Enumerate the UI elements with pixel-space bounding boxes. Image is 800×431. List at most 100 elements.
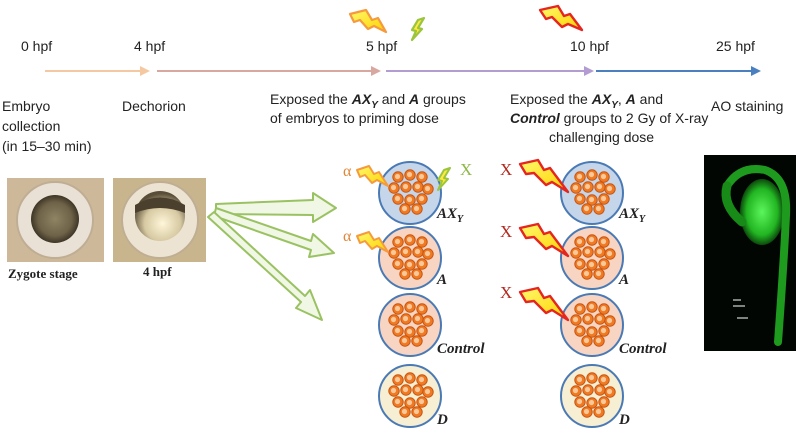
zygote-photo <box>7 178 104 262</box>
xray-bolt-a-icon <box>518 222 570 258</box>
embryo-cell-highlight <box>584 248 591 255</box>
step-ao-staining: AO staining <box>711 98 784 114</box>
embryo-cell-highlight <box>402 386 409 393</box>
group-label-d-left: D <box>437 412 448 428</box>
group-label-control-right: Control <box>619 341 667 357</box>
embryo-cell-highlight <box>584 183 591 190</box>
embryo-cell-highlight <box>576 305 583 312</box>
embryo-cell-highlight <box>600 305 607 312</box>
embryo-cell-highlight <box>414 315 421 322</box>
embryo-cell-highlight <box>576 173 583 180</box>
embryo-cell-highlight <box>394 173 401 180</box>
embryo-cell-highlight <box>418 260 425 267</box>
embryo-cell-highlight <box>424 250 431 257</box>
step-priming-line1: Exposed the AXY and A groups <box>270 91 466 111</box>
step-collection-line2: collection <box>2 118 61 134</box>
embryo-cell-highlight <box>406 171 413 178</box>
embryo-cell-highlight <box>588 399 595 406</box>
arrow-to-control-group <box>207 211 323 321</box>
xray-bolt-ax-icon <box>518 158 570 194</box>
embryo-cell-highlight <box>418 376 425 383</box>
embryo-cell-highlight <box>406 328 413 335</box>
group-label-ax-right: AXY <box>619 206 646 225</box>
embryo-cell-highlight <box>583 337 590 344</box>
group-label-a-right: A <box>619 272 630 288</box>
embryo-cell-highlight <box>606 185 613 192</box>
x-label-green: X <box>460 160 473 179</box>
embryo-cell-highlight <box>600 238 607 245</box>
group-label-a-left: A <box>437 272 448 288</box>
embryo-cell-highlight <box>406 399 413 406</box>
embryo-cell-highlight <box>576 376 583 383</box>
embryo-cell-highlight <box>600 195 607 202</box>
tick-10hpf: 10 hpf <box>570 38 609 54</box>
embryo-cell-highlight <box>588 328 595 335</box>
embryo-cell-highlight <box>588 261 595 268</box>
embryo-cell-highlight <box>595 205 602 212</box>
embryo-cell-highlight <box>394 327 401 334</box>
embryo-cell-highlight <box>413 408 420 415</box>
embryo-cell-highlight <box>595 408 602 415</box>
embryo-cell-highlight <box>583 205 590 212</box>
embryo-cell-highlight <box>406 303 413 310</box>
embryo-cell-highlight <box>600 376 607 383</box>
embryo-cell-highlight <box>424 185 431 192</box>
hpf4-photo <box>113 178 206 262</box>
embryo-cell-highlight <box>402 248 409 255</box>
embryo-cell-highlight <box>406 374 413 381</box>
embryo-cell-highlight <box>588 196 595 203</box>
embryo-cell-highlight <box>414 183 421 190</box>
embryo-cell-highlight <box>418 173 425 180</box>
embryo-cell-highlight <box>414 248 421 255</box>
distribution-arrows <box>207 192 337 321</box>
step-challenge-line2: Control groups to 2 Gy of X-ray <box>510 110 709 126</box>
embryo-cell-highlight <box>394 398 401 405</box>
embryo-cell-highlight <box>406 261 413 268</box>
embryo-cell-highlight <box>390 184 397 191</box>
step-challenge-line3: challenging dose <box>549 129 655 145</box>
embryo-cell-highlight <box>588 171 595 178</box>
tick-0hpf: 0 hpf <box>21 38 53 54</box>
embryo-cell-highlight <box>402 315 409 322</box>
arrow-to-a-group <box>213 207 335 258</box>
embryo-cell-highlight <box>606 388 613 395</box>
embryo-cell-highlight <box>600 327 607 334</box>
embryo-cell-highlight <box>584 386 591 393</box>
embryo-cell-highlight <box>595 337 602 344</box>
embryo-cell-highlight <box>406 196 413 203</box>
group-label-ax-left: AXY <box>437 206 464 225</box>
alpha-label-a: α <box>343 228 352 245</box>
embryo-cell-highlight <box>413 205 420 212</box>
embryo-cell-highlight <box>406 236 413 243</box>
embryo-cell-highlight <box>414 386 421 393</box>
embryo-cell-highlight <box>401 205 408 212</box>
embryo-cell-highlight <box>588 236 595 243</box>
embryo-cell-highlight <box>572 316 579 323</box>
alpha-bolt-a-icon <box>356 231 389 253</box>
embryo-cell-highlight <box>606 250 613 257</box>
priming-bolt-green-icon <box>410 16 426 42</box>
embryo-cell-highlight <box>606 317 613 324</box>
embryo-cell-highlight <box>588 303 595 310</box>
x-label-red-ax: X <box>500 160 513 179</box>
embryo-cell-highlight <box>596 386 603 393</box>
embryo-cell-highlight <box>413 337 420 344</box>
embryo-cell-highlight <box>394 260 401 267</box>
priming-bolt-orange-icon <box>348 8 388 34</box>
embryo-cell-highlight <box>402 183 409 190</box>
xray-bolt-control-icon <box>518 286 570 322</box>
caption-4hpf: 4 hpf <box>143 264 172 279</box>
step-collection-line3: (in 15–30 min) <box>2 138 92 154</box>
embryo-cell-highlight <box>413 270 420 277</box>
embryo-cell-highlight <box>572 184 579 191</box>
embryo-cell-highlight <box>390 316 397 323</box>
caption-zygote: Zygote stage <box>8 266 78 281</box>
embryo-cell-highlight <box>576 238 583 245</box>
step-challenge-line1: Exposed the AXY, A and <box>510 91 664 111</box>
group-label-d-right: D <box>619 412 630 428</box>
embryo-cell-highlight <box>576 260 583 267</box>
embryo-cell-highlight <box>418 195 425 202</box>
tick-25hpf: 25 hpf <box>716 38 755 54</box>
embryo-cell-highlight <box>576 195 583 202</box>
